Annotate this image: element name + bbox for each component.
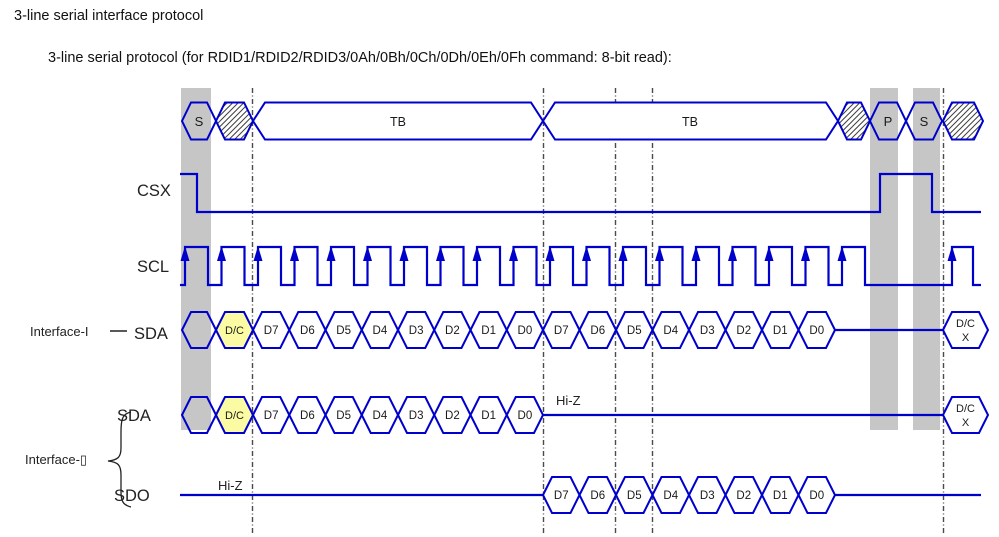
data-bit-label: D4 [663, 325, 678, 337]
csx-waveform [180, 172, 981, 214]
dc-label: D/C [225, 410, 244, 422]
scl-rising-edge-arrow [290, 246, 299, 261]
data-bit-label: D6 [300, 325, 315, 337]
data-bit-label: D5 [627, 490, 642, 502]
dcx-hexagon [941, 311, 990, 349]
tb-label-1: TB [390, 115, 406, 129]
condition-bands [181, 88, 940, 430]
dcx-label-top: D/C [956, 318, 975, 330]
data-bit-label: D5 [336, 325, 351, 337]
data-bit-label: D4 [373, 410, 388, 422]
data-bit-label: D2 [445, 410, 460, 422]
csx-label: CSX [137, 182, 171, 200]
scl-rising-edge-arrow [618, 246, 628, 261]
scl-rising-edge-arrow [801, 246, 810, 261]
data-bit-label: D5 [336, 410, 351, 422]
scl-waveform [180, 245, 981, 287]
scl-row [180, 245, 981, 287]
data-bit-label: D0 [809, 490, 824, 502]
scl-rising-edge-arrow [582, 246, 591, 261]
scl-rising-edge-arrow [399, 246, 409, 261]
undefined-hexagon [836, 101, 872, 141]
sda-interface1-row: D/C D7 D6 D5 D4 D3 D2 D1 D0 D7 D6 D5 D4 D3 D2 D1 D0 D/C X [180, 311, 990, 349]
sdo-row: Hi-Z D7 D6 D5 D4 D3 D2 D1 D0 [180, 476, 981, 514]
scl-rising-edge-arrow [764, 246, 774, 261]
sda2-label: SDA [117, 407, 151, 425]
data-bit-label: D2 [736, 490, 751, 502]
phase-row: S TB TB P S [180, 101, 985, 141]
dcx-label-bottom: X [962, 417, 970, 429]
data-bit-label: D3 [409, 410, 424, 422]
dcx-hexagon [941, 396, 990, 434]
stop-condition-band [870, 88, 898, 430]
data-bit-label: D3 [700, 490, 715, 502]
dc-label: D/C [225, 325, 244, 337]
data-bit-label: D7 [554, 490, 569, 502]
data-bit-label: D4 [373, 325, 388, 337]
hiz-label: Hi-Z [556, 393, 581, 408]
scl-label: SCL [137, 258, 169, 276]
interface2-label: Interface-▯ [25, 452, 87, 467]
data-bit-label: D1 [481, 325, 496, 337]
start-label: S [195, 114, 204, 129]
data-bit-label: D6 [300, 410, 315, 422]
interface2-brace [107, 411, 132, 508]
scl-rising-edge-arrow [691, 246, 701, 261]
stop-label: P [884, 114, 893, 129]
figure-subtitle: 3-line serial protocol (for RDID1/RDID2/… [48, 50, 672, 66]
figure-title: 3-line serial interface protocol [14, 8, 204, 24]
tb-label-2: TB [682, 115, 698, 129]
data-bit-label: D7 [264, 325, 279, 337]
data-bit-label: D0 [518, 410, 533, 422]
data-bit-label: D2 [736, 325, 751, 337]
data-bit-label: D2 [445, 325, 460, 337]
signal-labels: CSX SCL Interface-I SDA SDA Interface-▯ SDO [25, 182, 171, 508]
restart-condition-band [913, 88, 940, 430]
sda-interface2-row: D/C D7 D6 D5 D4 D3 D2 D1 D0 Hi-Z D/C X [180, 393, 990, 434]
csx-row [180, 172, 981, 214]
dcx-label-bottom: X [962, 332, 970, 344]
data-bit-label: D1 [481, 410, 496, 422]
scl-rising-edge-arrow [728, 246, 737, 261]
undefined-hexagon [214, 101, 255, 141]
data-bit-label: D1 [773, 325, 788, 337]
data-bit-label: D7 [554, 325, 569, 337]
data-bit-label: D0 [518, 325, 533, 337]
scl-rising-edge-arrow [253, 246, 263, 261]
interface1-label: Interface-I [30, 324, 89, 339]
start-label-2: S [920, 114, 929, 129]
scl-rising-edge-arrow [655, 246, 664, 261]
scl-rising-edge-arrow [436, 246, 445, 261]
scl-rising-edge-arrow [509, 246, 518, 261]
scl-rising-edge-arrow [217, 246, 226, 261]
scl-rising-edge-arrow [472, 246, 482, 261]
undefined-hexagon [941, 101, 985, 141]
data-bit-label: D3 [409, 325, 424, 337]
scl-rising-edge-arrow [545, 246, 555, 261]
sda1-label: SDA [134, 325, 168, 343]
hiz-label: Hi-Z [218, 478, 243, 493]
data-bit-label: D4 [663, 490, 678, 502]
data-bit-label: D1 [773, 490, 788, 502]
data-bit-label: D3 [700, 325, 715, 337]
scl-rising-edge-arrow [180, 246, 190, 261]
scl-rising-edge-arrow [363, 246, 372, 261]
data-bit-label: D6 [590, 490, 605, 502]
sdo-label: SDO [114, 487, 150, 505]
data-bit-label: D7 [264, 410, 279, 422]
scl-rising-edge-arrow [326, 246, 336, 261]
scl-rising-edge-arrow [837, 246, 847, 261]
data-bit-label: D0 [809, 325, 824, 337]
data-bit-label: D5 [627, 325, 642, 337]
phase-boundary-lines [251, 88, 945, 535]
data-bit-label: D6 [590, 325, 605, 337]
dcx-label-top: D/C [956, 403, 975, 415]
scl-rising-edge-arrow [947, 246, 957, 261]
